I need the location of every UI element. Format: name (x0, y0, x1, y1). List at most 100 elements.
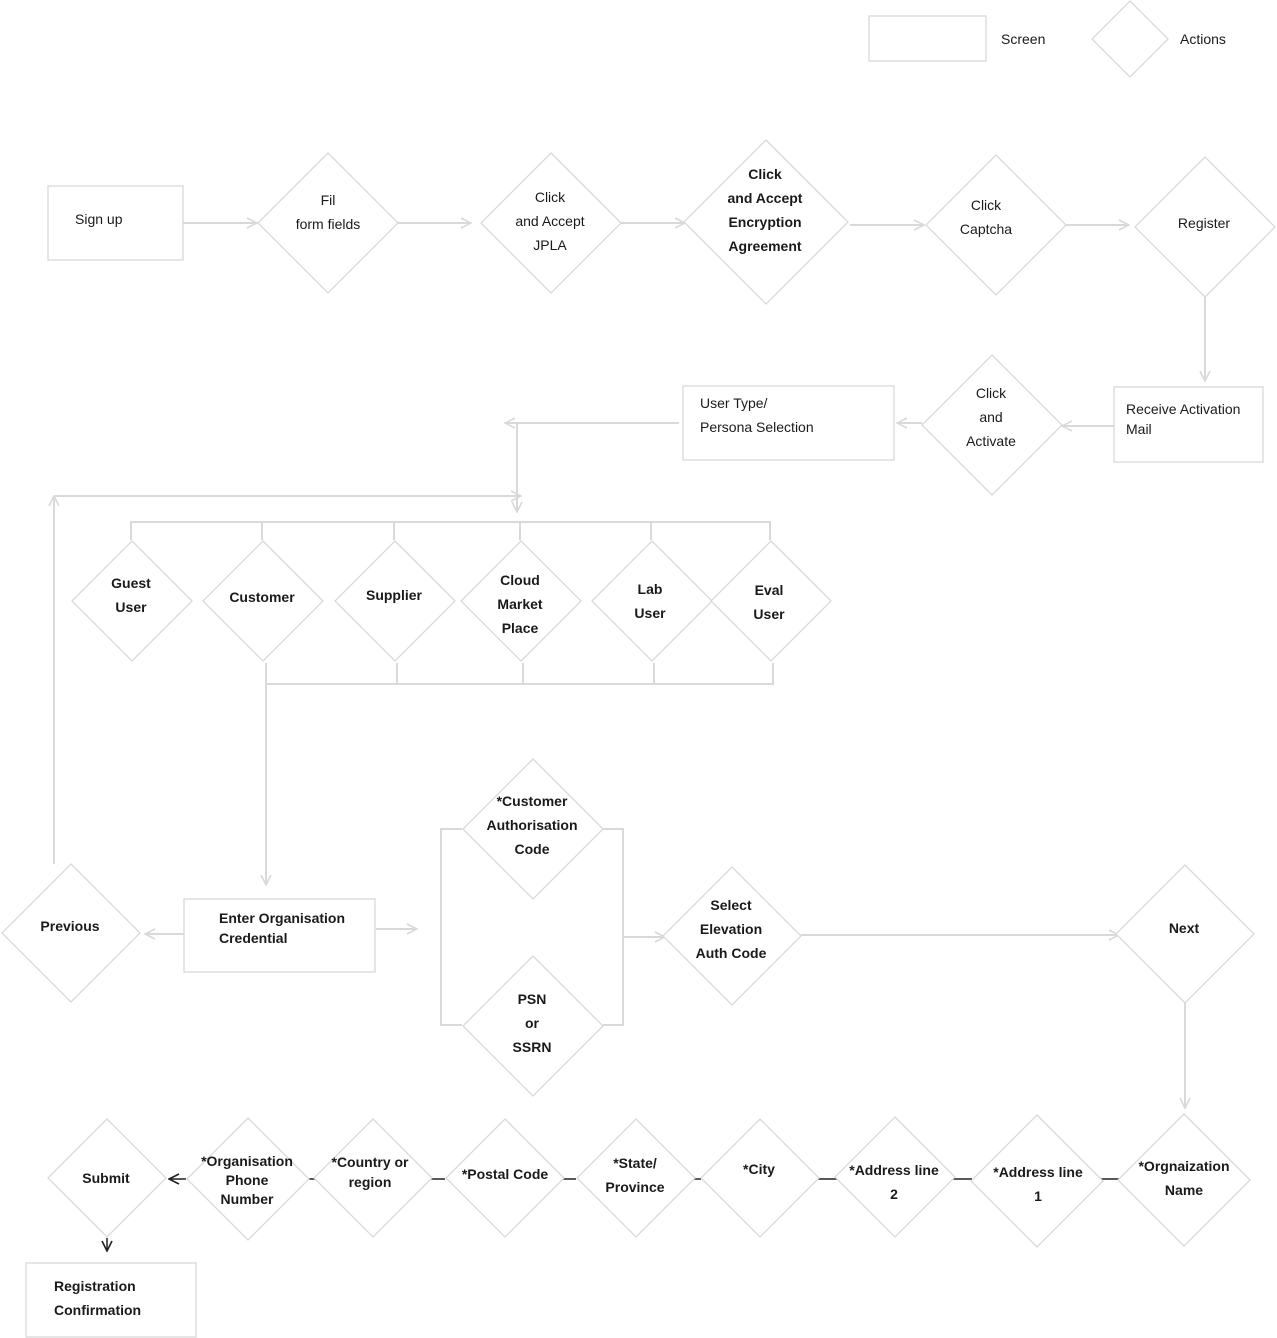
node-psn-ssrn (462, 955, 604, 1097)
label-line: *Orgnaization (1138, 1158, 1229, 1174)
label-line: *Customer (497, 793, 568, 809)
node-customer-auth-code (462, 758, 604, 900)
node-click-captcha (925, 154, 1067, 296)
node-supplier-label: Supplier (366, 587, 423, 603)
label-line: User Type/ (700, 395, 768, 411)
node-state-province (576, 1118, 696, 1238)
node-org-name (1117, 1113, 1251, 1247)
node-register (1134, 156, 1276, 298)
node-country-region (313, 1118, 433, 1238)
label-line: *City (743, 1161, 775, 1177)
label-line: Lab (638, 581, 663, 597)
legend-actions-label: Actions (1180, 31, 1226, 47)
label-line: Encryption (728, 214, 801, 230)
label-line: Persona Selection (700, 419, 814, 435)
node-enter-org-credential (183, 898, 376, 973)
label-line: and (979, 409, 1002, 425)
label-line: Confirmation (54, 1302, 141, 1318)
node-address-line-2 (834, 1116, 956, 1238)
label-line: Register (1178, 215, 1230, 231)
legend: Screen Actions (868, 0, 1226, 78)
label-line: *Address line (993, 1164, 1083, 1180)
label-line: Supplier (366, 587, 423, 603)
node-org-phone-number (186, 1117, 310, 1241)
node-fill-form-fields (257, 152, 399, 294)
label-line: Market (497, 596, 542, 612)
node-address-line-1 (970, 1114, 1104, 1248)
label-line: *Address line (849, 1162, 939, 1178)
node-lab-user (591, 540, 713, 662)
label-line: form fields (296, 216, 361, 232)
label-line: Submit (82, 1170, 130, 1186)
node-registration-confirmation (25, 1262, 197, 1338)
label-line: Place (502, 620, 539, 636)
label-line: Next (1169, 920, 1200, 936)
label-line: PSN (518, 991, 547, 1007)
label-line: *Organisation (201, 1153, 293, 1169)
label-line: Elevation (700, 921, 762, 937)
node-receive-activation-mail (1113, 386, 1264, 463)
label-line: Previous (40, 918, 99, 934)
node-submit-label: Submit (82, 1170, 130, 1186)
label-line: and Accept (728, 190, 803, 206)
label-line: Phone (226, 1172, 269, 1188)
node-previous-label: Previous (40, 918, 99, 934)
label-line: Click (976, 385, 1007, 401)
label-line: Guest (111, 575, 151, 591)
label-line: Click (971, 197, 1002, 213)
label-line: User (753, 606, 785, 622)
node-accept-encryption (683, 139, 849, 305)
node-previous (1, 863, 141, 1003)
edges (54, 223, 1205, 1251)
label-line: Province (605, 1179, 664, 1195)
label-line: Click (748, 166, 782, 182)
label-line: Captcha (960, 221, 1012, 237)
label-line: *State/ (613, 1155, 657, 1171)
label-line: Mail (1126, 421, 1152, 437)
node-sign-up-label: Sign up (75, 211, 123, 227)
label-line: Customer (229, 589, 295, 605)
label-line: Enter Organisation (219, 910, 345, 926)
label-line: Select (710, 897, 752, 913)
label-line: Fil (321, 192, 336, 208)
label-line: Auth Code (696, 945, 767, 961)
label-line: Authorisation (487, 817, 578, 833)
node-postal-code-label: *Postal Code (462, 1166, 549, 1182)
label-line: 2 (890, 1186, 898, 1202)
label-line: region (349, 1174, 392, 1190)
label-line: Activate (966, 433, 1016, 449)
label-line: JPLA (533, 237, 567, 253)
label-line: Click (535, 189, 566, 205)
label-line: User (115, 599, 147, 615)
node-register-label: Register (1178, 215, 1230, 231)
label-line: 1 (1034, 1188, 1042, 1204)
label-line: Credential (219, 930, 287, 946)
node-fill-form-fields-label: Fil form fields (296, 192, 361, 232)
node-next (1115, 864, 1255, 1004)
label-line: Code (515, 841, 550, 857)
node-next-label: Next (1169, 920, 1200, 936)
node-cloud-marketplace (460, 540, 582, 662)
node-supplier (334, 540, 456, 662)
node-customer-label: Customer (229, 589, 295, 605)
node-state-province-label: *State/Province (605, 1155, 664, 1195)
node-eval-user (710, 540, 832, 662)
node-accept-jpla (480, 152, 622, 294)
label-line: SSRN (513, 1039, 552, 1055)
label-line: and Accept (515, 213, 584, 229)
node-address-line-2-label: *Address line 2 (849, 1162, 939, 1202)
label-line: *Postal Code (462, 1166, 549, 1182)
